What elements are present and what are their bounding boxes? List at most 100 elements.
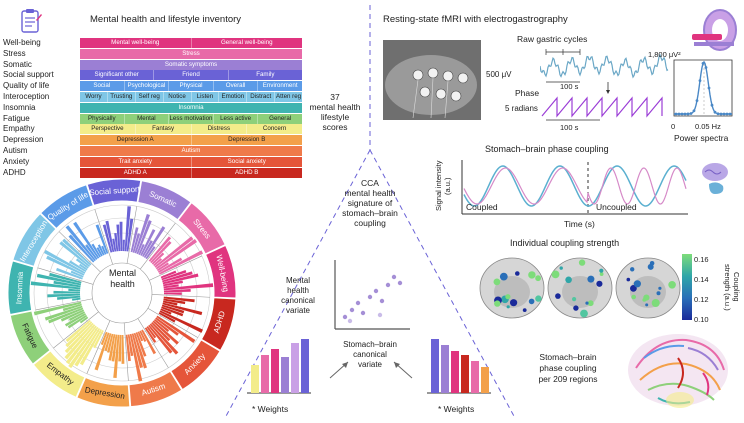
sector-bar <box>46 255 85 276</box>
inventory-row-label: Social support <box>3 70 54 80</box>
sector-bar <box>158 312 176 323</box>
sector-bar <box>56 267 83 280</box>
power-spectra-label: Power spectra <box>674 133 729 143</box>
weights-left-chart <box>247 339 311 394</box>
sector-bar <box>79 329 102 366</box>
inventory-segment: Emotion <box>219 92 248 102</box>
coupling-blob <box>510 299 518 307</box>
arrows <box>329 361 413 379</box>
sector-bar <box>112 238 117 252</box>
weights-right-label: * Weights <box>438 404 475 414</box>
spectrum-point <box>680 112 684 116</box>
sector-bar <box>157 257 183 273</box>
sector-bar <box>72 297 81 301</box>
sector-bar <box>156 262 169 272</box>
sector-bar <box>161 304 185 314</box>
coupling-blob <box>559 266 563 270</box>
inventory-segment: Physical <box>169 81 214 92</box>
amplitude-label: 500 μV <box>486 70 512 79</box>
sector-bar <box>68 326 99 369</box>
sector-bar <box>97 244 105 256</box>
inventory-segment: Psychological <box>125 81 170 92</box>
cca-scatter <box>334 260 410 330</box>
coupling-blob <box>633 280 641 288</box>
sector-separator <box>37 267 94 285</box>
coupling-blob <box>585 301 589 305</box>
inventory-segment: Trait anxiety <box>80 156 192 167</box>
coupling-blob <box>630 285 637 292</box>
sector-bar <box>153 258 163 267</box>
inventory-segment: Physically <box>80 113 125 124</box>
sector-bar <box>122 239 125 252</box>
spectrum-point <box>728 112 732 116</box>
inventory-row-label: Stress <box>3 48 26 58</box>
region-brain-render <box>618 328 743 418</box>
inventory-segment: Less active <box>214 113 259 124</box>
sector-bar <box>68 288 81 292</box>
sector-separator <box>149 255 202 281</box>
coupling-blob <box>649 261 655 266</box>
sector-bar <box>162 273 199 285</box>
sector-bar <box>94 332 110 371</box>
coupling-blob <box>643 294 650 301</box>
regions-label: Stomach–brain phase coupling per 209 reg… <box>538 352 598 384</box>
grid-circle <box>33 204 211 382</box>
sector-separator <box>139 222 176 270</box>
power-spectrum-plot <box>673 59 733 117</box>
sector-bar <box>118 334 122 362</box>
sector-bar <box>139 330 147 342</box>
sector-bar <box>135 332 147 357</box>
cca-title: CCA mental health signature of stomach–b… <box>342 178 398 228</box>
inventory-row-label: ADHD <box>3 167 26 177</box>
sector-bar <box>108 334 116 361</box>
sector-bar <box>44 305 83 321</box>
sector-separator <box>86 320 111 374</box>
sector-bar <box>153 318 170 332</box>
inventory-segment: Friend <box>154 70 229 81</box>
coupling-blob <box>535 295 542 302</box>
coupling-blob <box>551 270 560 279</box>
spectrum-point <box>725 112 729 116</box>
sector-bar <box>162 271 193 283</box>
inventory-segment: ADHD A <box>80 167 192 178</box>
sector-ring <box>76 376 131 408</box>
coupling-blob <box>651 299 660 307</box>
sector-bar <box>161 269 187 281</box>
brain-slices <box>479 257 681 319</box>
sector-bar <box>146 326 157 339</box>
spectrum-point <box>677 112 681 116</box>
sector-bar <box>160 270 177 279</box>
inventory-row-label: Depression <box>3 135 44 145</box>
center-circle <box>91 262 153 324</box>
spectrum-point <box>686 112 690 116</box>
sector-bar <box>36 273 82 286</box>
mri-scanner-icon <box>690 6 740 56</box>
sector-ring <box>40 184 94 230</box>
coupling-blob <box>535 275 541 282</box>
sector-bar <box>67 314 88 329</box>
colorbar <box>682 254 692 320</box>
colorbar-ticks: 0.16 0.14 0.12 0.10 <box>694 250 709 330</box>
sector-bar <box>145 246 156 260</box>
sector-bar <box>163 292 182 295</box>
sector-ring <box>32 350 86 398</box>
spectrum-point <box>722 112 726 116</box>
coupling-blob <box>565 276 572 284</box>
colorbar-tick: 0.10 <box>694 315 709 324</box>
sector-separator <box>137 318 169 368</box>
sector-label: Social support <box>89 184 141 197</box>
sector-bar <box>161 306 184 317</box>
sector-label: Insomnia <box>14 271 25 304</box>
sector-bar <box>162 302 203 316</box>
coupling-traces <box>461 160 688 215</box>
sector-bar <box>149 323 179 355</box>
coupling-title: Stomach–brain phase coupling <box>485 144 609 154</box>
inventory-segment: Significant other <box>80 70 155 81</box>
sector-ring <box>128 370 183 408</box>
sector-bar <box>126 218 134 252</box>
sector-bar <box>121 334 125 364</box>
inventory-row-label: Quality of life <box>3 81 50 91</box>
